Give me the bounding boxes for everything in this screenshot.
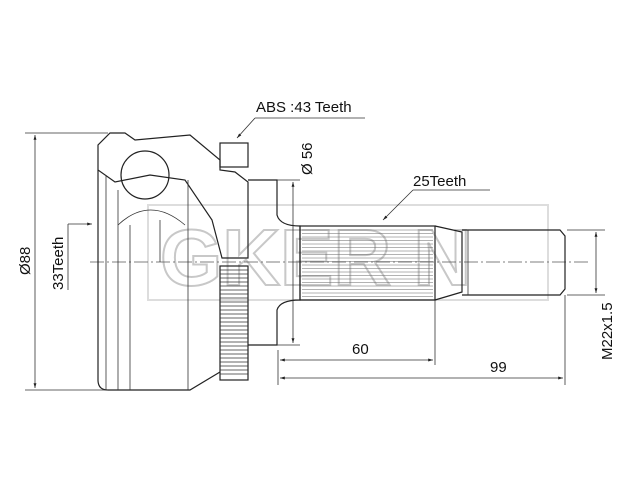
abs-ring bbox=[219, 142, 249, 381]
dim-spline-length: 60 bbox=[277, 300, 436, 385]
svg-text:25Teeth: 25Teeth bbox=[413, 173, 466, 190]
ball bbox=[120, 150, 170, 200]
svg-text:Ø 56: Ø 56 bbox=[299, 142, 316, 175]
svg-text:33Teeth: 33Teeth bbox=[50, 237, 67, 290]
svg-text:Ø88: Ø88 bbox=[17, 247, 34, 275]
dim-seat-diameter: Ø 56 bbox=[277, 142, 316, 346]
watermark: GKER N bbox=[147, 204, 549, 303]
spline-shaft bbox=[299, 225, 566, 301]
dim-thread: M22x1.5 bbox=[567, 229, 616, 360]
svg-text:60: 60 bbox=[352, 341, 369, 358]
dim-total-length: 99 bbox=[280, 295, 566, 385]
dim-inner-spline: 33Teeth bbox=[50, 222, 92, 290]
svg-text:ABS :43 Teeth: ABS :43 Teeth bbox=[256, 99, 352, 116]
svg-text:GKER N: GKER N bbox=[160, 213, 471, 302]
outer-housing bbox=[97, 132, 249, 391]
dim-outer-diameter: Ø88 bbox=[17, 132, 108, 391]
dim-abs: ABS :43 Teeth bbox=[236, 99, 365, 139]
svg-text:99: 99 bbox=[490, 359, 507, 376]
dim-outer-spline: 25Teeth bbox=[382, 173, 490, 221]
svg-text:M22x1.5: M22x1.5 bbox=[599, 302, 616, 360]
